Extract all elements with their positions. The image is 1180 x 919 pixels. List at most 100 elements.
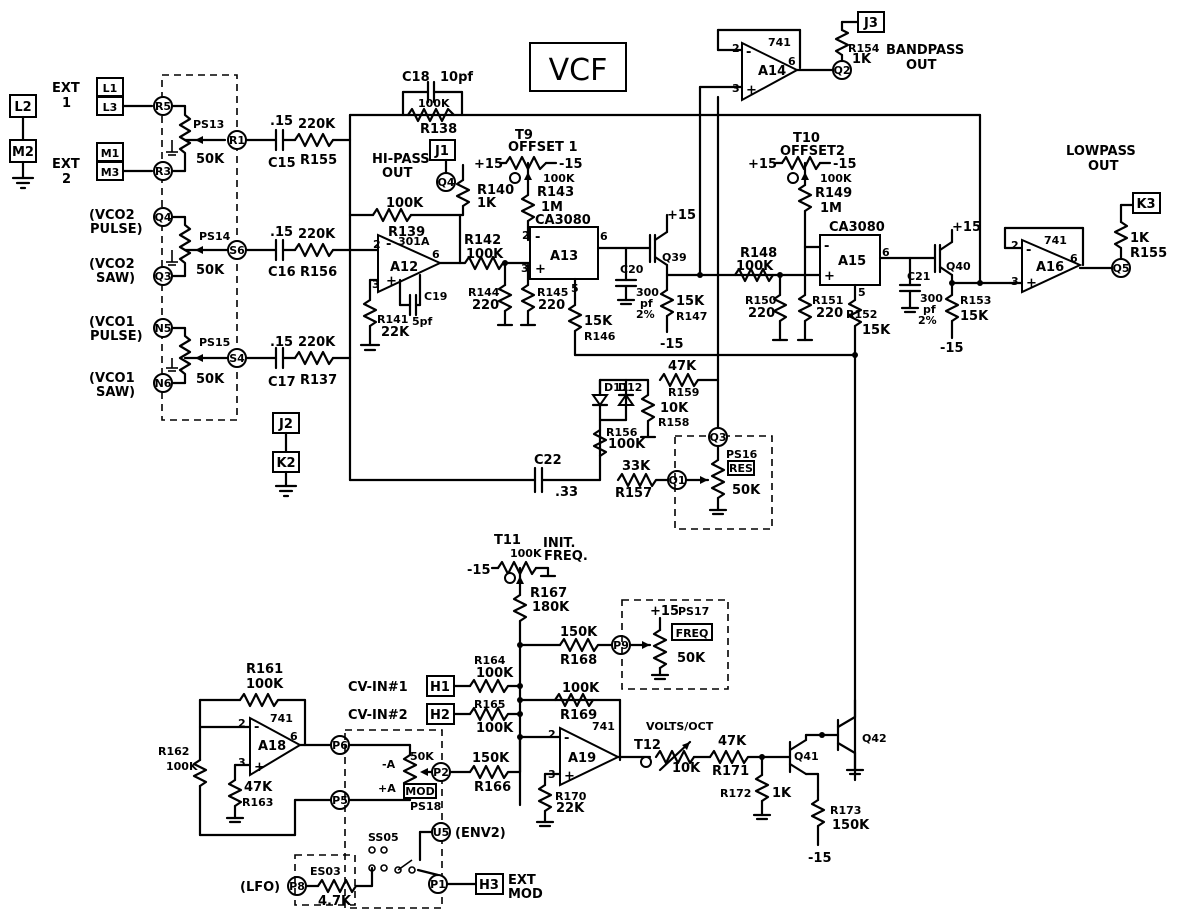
cv-in-2-label: CV-IN#2 <box>348 708 408 723</box>
svg-text:100K: 100K <box>543 172 575 185</box>
svg-text:OUT: OUT <box>1088 159 1119 174</box>
opamp-a16: LOWPASS OUT A16 741 - + 2 3 6 Q5 K3 1K R… <box>1003 144 1167 294</box>
svg-text:6: 6 <box>1070 252 1078 265</box>
freq-control-label: FREQ <box>676 627 709 640</box>
svg-text:100K: 100K <box>386 196 424 211</box>
svg-text:-: - <box>564 731 569 746</box>
svg-text:741: 741 <box>270 712 293 725</box>
svg-text:R153: R153 <box>960 294 991 307</box>
svg-text:100K: 100K <box>562 681 600 696</box>
svg-text:CA3080: CA3080 <box>829 220 885 235</box>
svg-text:R159: R159 <box>668 386 699 399</box>
svg-text:Q1: Q1 <box>668 474 685 487</box>
svg-text:10K: 10K <box>672 761 701 776</box>
svg-text:A15: A15 <box>838 254 866 269</box>
svg-text:H3: H3 <box>479 878 499 893</box>
connector-h3 <box>475 873 504 895</box>
svg-text:+: + <box>386 274 397 289</box>
svg-text:150K: 150K <box>560 625 598 640</box>
opamp-a12: - + 2 3 A12 301A 6 R141 22K C19 5pf <box>359 213 462 352</box>
svg-text:1K: 1K <box>1130 231 1150 246</box>
ext1-label: EXT <box>52 81 80 96</box>
svg-text:Q3: Q3 <box>154 270 171 283</box>
freq-pot-ps17: 150K R168 P9 +15 PS17 FREQ 50K <box>517 599 729 690</box>
svg-text:R171: R171 <box>712 764 749 779</box>
input-row-1: .15 C15 220K R155 <box>244 114 352 171</box>
svg-text:H1: H1 <box>430 680 450 695</box>
svg-text:.33: .33 <box>555 485 578 500</box>
svg-text:R158: R158 <box>658 416 689 429</box>
svg-text:741: 741 <box>768 36 791 49</box>
svg-text:220K: 220K <box>298 117 336 132</box>
svg-text:EXT: EXT <box>508 873 536 888</box>
svg-text:R166: R166 <box>474 780 511 795</box>
svg-text:HI-PASS: HI-PASS <box>372 152 430 167</box>
svg-text:220K: 220K <box>298 335 336 350</box>
svg-text:R156: R156 <box>606 426 638 439</box>
svg-text:+: + <box>564 769 575 784</box>
svg-text:R151: R151 <box>812 294 843 307</box>
svg-text:180K: 180K <box>532 600 570 615</box>
svg-text:+15: +15 <box>667 208 696 223</box>
svg-text:PS14: PS14 <box>199 230 231 243</box>
connector-j2-k2: J2 K2 <box>272 412 300 498</box>
svg-text:A16: A16 <box>1036 260 1064 275</box>
opamp-a19: 100K R169 A19 741 - + 2 3 R170 22K <box>517 681 652 828</box>
svg-text:MOD: MOD <box>508 887 543 902</box>
svg-text:3: 3 <box>1011 275 1019 288</box>
svg-text:C22: C22 <box>534 453 562 468</box>
ext1-number: 1 <box>62 96 71 111</box>
svg-text:-: - <box>746 45 751 60</box>
svg-text:(VCO1: (VCO1 <box>89 315 135 330</box>
svg-text:SS05: SS05 <box>368 831 399 844</box>
svg-text:R170: R170 <box>555 790 587 803</box>
svg-text:R138: R138 <box>420 122 457 137</box>
svg-text:47K: 47K <box>244 780 273 795</box>
svg-text:150K: 150K <box>472 751 510 766</box>
svg-text:R173: R173 <box>830 804 861 817</box>
svg-text:R5: R5 <box>155 100 171 113</box>
svg-text:A12: A12 <box>390 260 418 275</box>
svg-text:741: 741 <box>592 720 615 733</box>
svg-text:PULSE): PULSE) <box>90 222 143 237</box>
svg-text:R168: R168 <box>560 653 597 668</box>
svg-text:.15: .15 <box>270 335 293 350</box>
svg-text:R172: R172 <box>720 787 751 800</box>
svg-text:R167: R167 <box>530 586 567 601</box>
svg-text:PS17: PS17 <box>678 605 709 618</box>
svg-text:P1: P1 <box>430 878 446 891</box>
svg-text:ES03: ES03 <box>310 865 341 878</box>
svg-text:Q3: Q3 <box>709 431 726 444</box>
trimmer-t9: T9 OFFSET 1 +15 -15 100K R143 1M <box>474 128 583 242</box>
svg-text:100K: 100K <box>466 247 504 262</box>
svg-text:+A: +A <box>378 782 396 795</box>
fet-q40: C21 300 pf 2% +15 Q40 R153 15K -15 <box>878 113 1012 356</box>
svg-text:220: 220 <box>538 298 565 313</box>
svg-text:R169: R169 <box>560 708 597 723</box>
svg-text:VOLTS/OCT: VOLTS/OCT <box>646 720 714 733</box>
svg-text:OFFSET 1: OFFSET 1 <box>508 140 578 155</box>
title-box <box>529 42 627 92</box>
svg-text:R155: R155 <box>1130 246 1167 261</box>
feedback-c18-r138: C18 10pf 100K R138 <box>401 70 473 137</box>
svg-text:N5: N5 <box>155 322 172 335</box>
svg-text:PS18: PS18 <box>410 800 441 813</box>
svg-text:3: 3 <box>521 262 529 275</box>
svg-text:+15: +15 <box>650 604 679 619</box>
input-panel-outline <box>161 74 238 421</box>
mod-control-label: MOD <box>405 785 434 798</box>
svg-text:C21: C21 <box>907 270 930 283</box>
svg-text:Q5: Q5 <box>1112 262 1129 275</box>
svg-text:R147: R147 <box>676 310 707 323</box>
svg-text:6: 6 <box>882 246 890 259</box>
svg-text:50K: 50K <box>196 263 225 278</box>
connector-j3 <box>857 11 885 33</box>
svg-text:301A: 301A <box>398 235 430 248</box>
svg-text:100K: 100K <box>736 259 774 274</box>
svg-text:R146: R146 <box>584 330 616 343</box>
svg-text:C19: C19 <box>424 290 447 303</box>
svg-text:6: 6 <box>600 230 608 243</box>
svg-text:J3: J3 <box>863 16 878 31</box>
trimmer-t12: VOLTS/OCT T12 10K 47K R171 R172 1K <box>634 720 792 821</box>
